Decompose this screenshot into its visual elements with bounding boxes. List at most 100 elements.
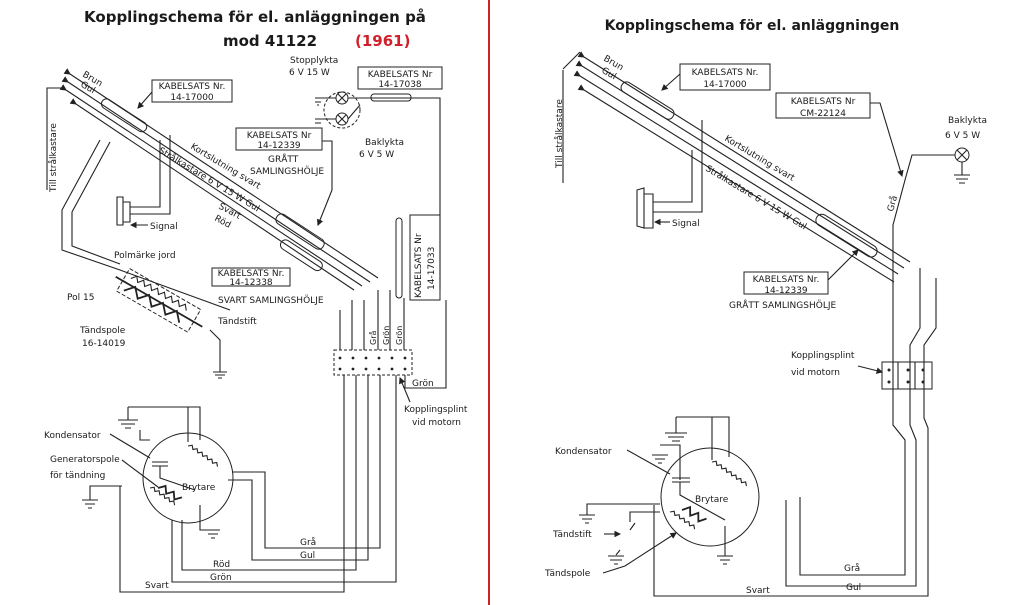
left-lamp-ground-icons [315,97,336,124]
left-generatorspole-pointer [121,459,159,488]
left-kabelsats-17033-label: KABELSATS Nr [414,233,424,298]
right-kabelsats-12339-label: KABELSATS Nr. [753,275,820,285]
left-bottom-gron: Grön [210,573,232,583]
left-sleeve-12338 [279,239,323,272]
right-magneto-circle [660,447,760,547]
left-kopplingsplint: Kopplingsplint [404,405,468,415]
right-diagram: Kopplingschema för el. anläggningen Till… [544,18,987,597]
left-bottom-gul: Gul [300,551,315,561]
right-kabelsats-cm-box [775,92,871,119]
right-bottom-gul: Gul [846,583,861,593]
left-signal: Signal [150,222,178,232]
right-lamp-wire [892,154,955,292]
left-brytare: Brytare [182,483,216,493]
left-kabelsats-17000-box [151,79,233,103]
left-kabelsats-17038-label: KABELSATS Nr [368,70,433,80]
right-pointer-cm [870,102,904,178]
left-magneto-circle [142,432,234,524]
left-wire-rod [181,375,357,571]
right-ignition-winding-icon [669,510,696,530]
right-kabelsats-17000-label: KABELSATS Nr. [692,68,759,78]
left-stop-lamp-icon [335,91,349,105]
right-generator-winding-icon [711,460,747,487]
right-sleeve-17000 [620,81,675,120]
left-gron-return-wire [404,300,447,389]
left-baklykta-rating: 6 V 5 W [359,150,394,160]
right-bottom-gra: Grå [844,563,860,574]
left-for-tandning: för tändning [50,471,105,481]
left-kabelsats-12339-number: 14-12339 [257,141,301,151]
left-wire-gron [171,375,397,583]
right-tandstift: Tändstift [552,530,592,540]
left-headlight-bracket [46,87,65,190]
left-ignition-coil-icon [115,267,203,333]
left-signal-wires [130,135,171,215]
right-kortslutning: Kortslutning svart [722,134,796,184]
right-lamp-ground-icon [954,162,970,184]
right-main-bundle [573,51,911,283]
left-samlingsholje: SAMLINGSHÖLJE [250,166,324,177]
left-till-stralkastare: Till strålkastare [48,123,59,193]
left-ground-icon [82,485,122,509]
right-magneto-ground-icon [652,444,681,480]
left-stopplykta-rating: 6 V 15 W [289,68,330,78]
right-ignition-coil-winding-icon [681,505,707,523]
right-condenser-icon [672,477,726,521]
right-ground-icon [579,503,660,524]
left-bottom-svart: Svart [145,581,169,591]
right-signal-wires [653,120,703,213]
left-bottom-rod: Röd [213,560,230,570]
right-kopplingsplint-pointer [857,365,884,374]
left-terminal-feed-wires [339,290,405,350]
left-gron: Grön [412,379,434,389]
left-sleeve-17033 [395,217,403,299]
right-kabelsats-12339-box [743,271,829,295]
left-magneto-top-wires [118,406,201,442]
right-gratt-samlingsholje: GRÅTT SAMLINGSHÖLJE [729,299,836,311]
left-tandspole-number: 16-14019 [82,339,126,349]
right-sleeve-12339 [815,213,878,258]
left-stopplykta: Stopplykta [290,56,338,66]
right-pointer-17000 [661,73,681,91]
left-bottom-gra: Grå [300,537,316,548]
right-wire-gra [799,292,906,576]
left-generatorspole: Generatorspole [50,455,120,465]
right-brytare: Brytare [695,495,729,505]
right-kabelsats-17000-number: 14-17000 [703,80,747,90]
left-wire-gul [228,375,369,561]
left-wire-svart [119,375,345,593]
right-kondensator-pointer [626,449,671,475]
left-terminal-block [333,349,413,376]
right-wire-svart [653,278,937,597]
left-tandstift: Tändstift [217,317,257,327]
left-kabelsats-17000-number: 14-17000 [170,93,214,103]
left-kabelsats-17038-box [357,66,443,90]
left-gratt: GRÅTT [268,153,299,165]
left-kabelsats-12339-box [235,127,323,151]
right-vid-motorn: vid motorn [791,368,840,378]
left-vid-motorn: vid motorn [412,418,461,428]
right-bottom-svart: Svart [746,586,770,596]
left-svart-samlingsholje: SVART SAMLINGSHÖLJE [218,295,324,306]
left-pointer-12339 [316,140,333,227]
left-kopplingsplint-pointer [399,376,411,403]
right-pointer-12339 [827,249,859,281]
left-sleeve-17038 [370,93,412,102]
left-lamp-housing [323,91,361,129]
left-condenser-icon [139,430,196,491]
right-tail-lamp-icon [954,147,970,163]
right-signal-horn-icon [636,187,654,229]
right-tandspole-pointer [602,532,677,574]
left-kondensator: Kondensator [44,431,101,441]
left-sleeve-12339 [275,213,325,250]
left-kabelsats-17033-box [409,214,441,301]
left-sleeve-17000 [100,98,148,133]
right-title: Kopplingschema för el. anläggningen [605,18,900,34]
right-till-stralkastare: Till strålkastare [554,99,565,169]
right-wire-gul [785,268,921,587]
left-terminal-label-gron-2: Grön [395,326,404,345]
right-baklykta: Baklykta [948,116,987,126]
left-terminal-label-gron-1: Grön [382,326,391,345]
left-polmarke: Polmärke jord [114,251,176,261]
